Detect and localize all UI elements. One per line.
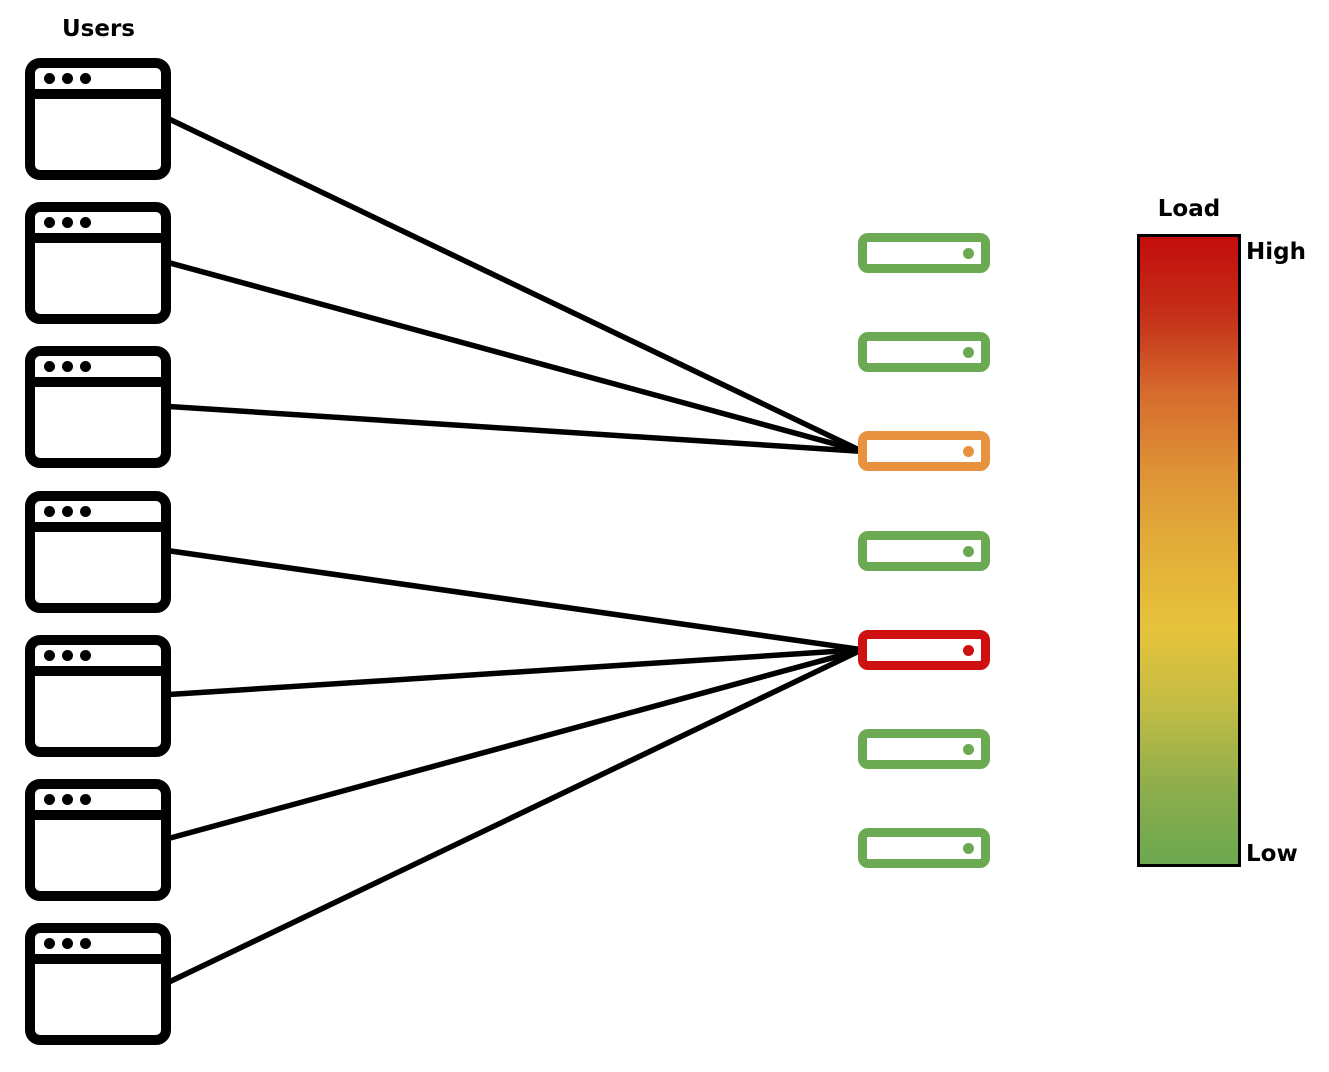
connection-user-3-to-server-3 bbox=[166, 403, 863, 455]
browser-titlebar-dot bbox=[44, 794, 55, 805]
user-browser-icon-1 bbox=[25, 58, 171, 180]
browser-titlebar-dot bbox=[80, 794, 91, 805]
browser-titlebar bbox=[35, 645, 161, 676]
server-power-dot bbox=[963, 346, 974, 358]
user-browser-icon-7 bbox=[25, 923, 171, 1045]
browser-titlebar-dot bbox=[44, 217, 55, 228]
server-power-dot bbox=[963, 743, 974, 755]
connection-user-5-to-server-5 bbox=[166, 646, 863, 698]
server-power-dot bbox=[963, 445, 974, 457]
server-power-dot bbox=[963, 644, 974, 656]
connection-user-4-to-server-5 bbox=[166, 547, 863, 653]
server-icon-5-load-high bbox=[858, 630, 990, 670]
user-browser-icon-6 bbox=[25, 779, 171, 901]
user-browser-icon-3 bbox=[25, 346, 171, 468]
browser-titlebar-dot bbox=[80, 506, 91, 517]
browser-titlebar-dot bbox=[44, 506, 55, 517]
connection-user-2-to-server-3 bbox=[166, 259, 863, 454]
browser-titlebar-dot bbox=[44, 650, 55, 661]
browser-titlebar-dot bbox=[44, 73, 55, 84]
user-browser-icon-5 bbox=[25, 635, 171, 757]
browser-titlebar bbox=[35, 933, 161, 964]
server-icon-6-load-low bbox=[858, 729, 990, 769]
browser-titlebar bbox=[35, 501, 161, 532]
connection-user-6-to-server-5 bbox=[166, 647, 863, 842]
connection-user-1-to-server-3 bbox=[165, 115, 864, 454]
load-legend-title: Load bbox=[1157, 196, 1221, 222]
browser-titlebar-dot bbox=[62, 217, 73, 228]
browser-titlebar-dot bbox=[44, 361, 55, 372]
user-browser-icon-2 bbox=[25, 202, 171, 324]
server-icon-1-load-low bbox=[858, 233, 990, 273]
browser-titlebar-dot bbox=[80, 217, 91, 228]
browser-titlebar-dot bbox=[80, 361, 91, 372]
load-gradient-bar bbox=[1137, 234, 1241, 867]
browser-titlebar-dot bbox=[62, 506, 73, 517]
connection-user-7-to-server-5 bbox=[165, 647, 864, 986]
server-icon-3-load-medium bbox=[858, 431, 990, 471]
browser-titlebar-dot bbox=[62, 361, 73, 372]
server-icon-2-load-low bbox=[858, 332, 990, 372]
server-power-dot bbox=[963, 842, 974, 854]
browser-titlebar-dot bbox=[62, 938, 73, 949]
browser-titlebar bbox=[35, 356, 161, 387]
browser-titlebar bbox=[35, 68, 161, 99]
browser-titlebar-dot bbox=[80, 938, 91, 949]
load-high-label: High bbox=[1246, 239, 1306, 265]
browser-titlebar-dot bbox=[62, 794, 73, 805]
browser-titlebar bbox=[35, 212, 161, 243]
browser-titlebar-dot bbox=[62, 73, 73, 84]
server-power-dot bbox=[963, 247, 974, 259]
server-power-dot bbox=[963, 545, 974, 557]
server-icon-4-load-low bbox=[858, 531, 990, 571]
browser-titlebar bbox=[35, 789, 161, 820]
browser-titlebar-dot bbox=[44, 938, 55, 949]
server-icon-7-load-low bbox=[858, 828, 990, 868]
browser-titlebar-dot bbox=[80, 650, 91, 661]
user-browser-icon-4 bbox=[25, 491, 171, 613]
users-label: Users bbox=[62, 16, 135, 42]
browser-titlebar-dot bbox=[62, 650, 73, 661]
load-low-label: Low bbox=[1246, 841, 1298, 867]
browser-titlebar-dot bbox=[80, 73, 91, 84]
